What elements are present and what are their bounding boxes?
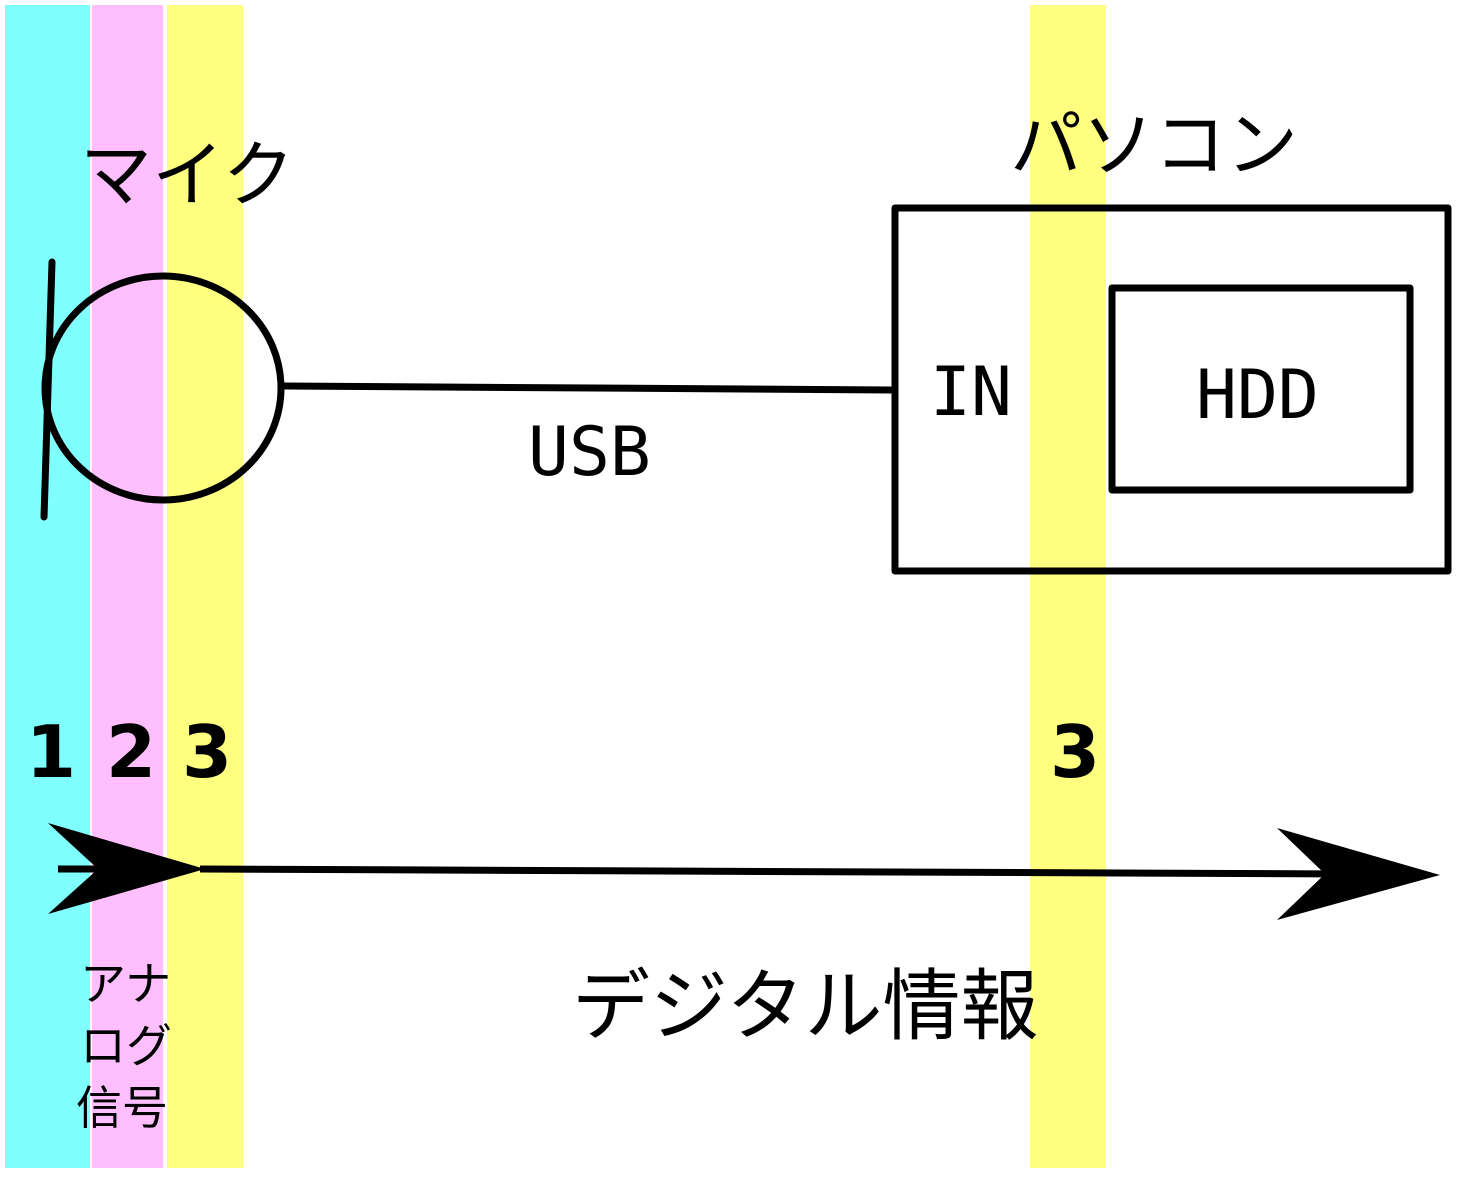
usb-cable-line <box>283 382 896 394</box>
digital-info-label: デジタル情報 <box>572 962 1038 1052</box>
digital-arrow <box>199 828 1440 920</box>
pc-label: パソコン <box>1010 103 1298 187</box>
analog-signal-label-line-2: ログ <box>80 1019 172 1073</box>
hdd-box <box>1108 284 1414 494</box>
pc-input-label: IN <box>930 353 1012 432</box>
stage-3-number-mic: 3 <box>182 710 232 794</box>
usb-label: USB <box>528 413 651 492</box>
hdd-label: HDD <box>1196 356 1319 435</box>
stage-2-number: 2 <box>106 710 156 794</box>
analog-signal-label-line-1: アナ <box>80 957 171 1011</box>
stage-3-number-pc: 3 <box>1050 710 1100 794</box>
pc-box <box>891 204 1452 575</box>
analog-arrow <box>48 823 205 914</box>
microphone-icon <box>40 258 285 521</box>
stage-1-band <box>5 5 90 1168</box>
stage-1-number: 1 <box>26 710 76 794</box>
analog-signal-label-line-3: 信号 <box>76 1081 168 1135</box>
mic-label: マイク <box>80 133 295 217</box>
stage-3-band-mic <box>167 5 243 1168</box>
stage-2-band <box>92 5 163 1168</box>
stage-3-band-pc <box>1030 5 1106 1168</box>
